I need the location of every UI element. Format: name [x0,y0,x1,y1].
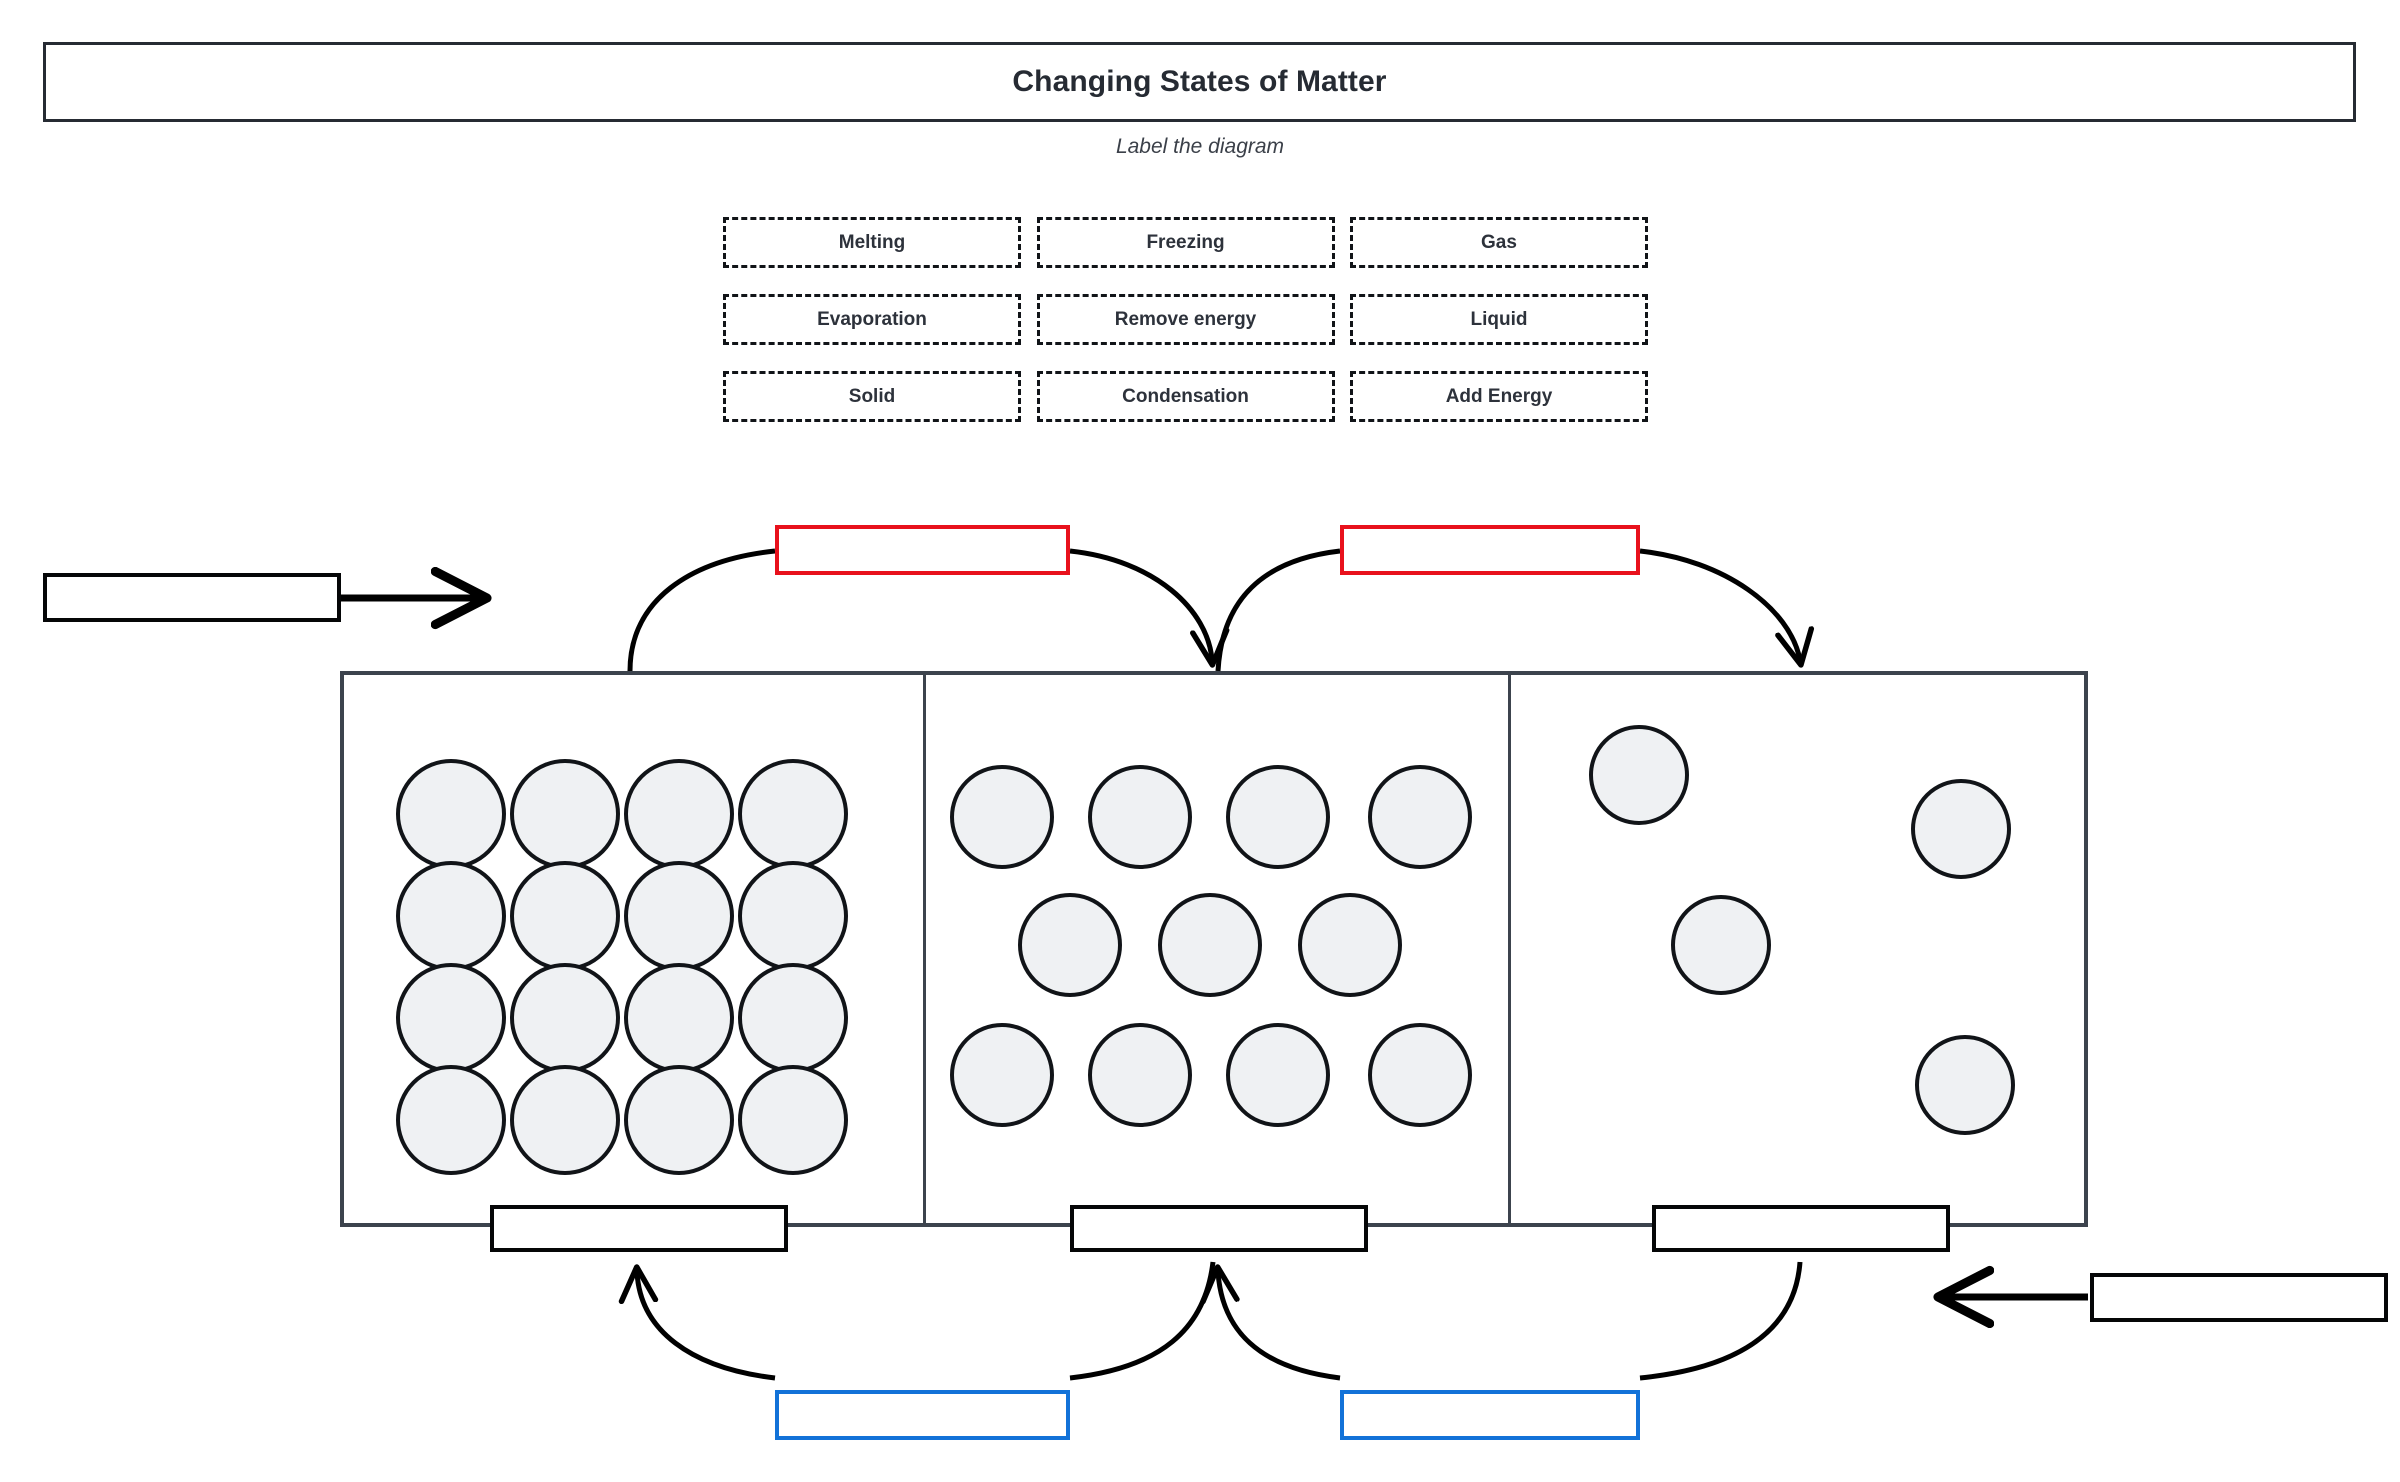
particle [1087,1023,1192,1127]
solid-panel [344,675,926,1223]
particle [624,861,734,971]
word-bank-chip-remove-energy[interactable]: Remove energy [1036,294,1335,345]
blank-energy-input[interactable] [43,573,341,622]
particle [1157,893,1262,997]
word-bank-chip-solid[interactable]: Solid [723,371,1021,422]
arc-change-bottom-left-to-solid [637,1272,776,1381]
arc-gas-to-change-bottom-right-in [1639,1261,1803,1381]
particle [1297,893,1402,997]
arc-change-right-to-gas [1639,548,1800,660]
arc-change-bottom-right-to-liquid [1218,1272,1341,1381]
liquid-panel [926,675,1512,1223]
particle [396,861,506,971]
particle [1671,895,1772,995]
particle [1225,765,1330,869]
blank-change-top-right[interactable] [1340,525,1640,575]
particle [1225,1023,1330,1127]
word-bank-chip-melting[interactable]: Melting [723,217,1021,268]
arc-solid-to-change-left-in [627,548,776,672]
particle [1915,1035,2016,1135]
blank-state-gas[interactable] [1652,1205,1950,1252]
particle [949,1023,1054,1127]
particle [738,759,848,869]
particle [396,963,506,1073]
particle [510,861,620,971]
states-diagram [340,671,2088,1227]
arc-liquid-to-change-right-in [1215,548,1341,672]
particle [738,1065,848,1175]
word-bank: Melting Freezing Gas Evaporation Remove … [723,217,1678,422]
particle [1911,779,2012,879]
particle [624,963,734,1073]
gas-panel [1511,675,2084,1223]
blank-change-top-left[interactable] [775,525,1070,575]
arc-liquid-to-change-bottom-left-in [1069,1261,1216,1381]
particle [1367,765,1472,869]
word-bank-chip-gas[interactable]: Gas [1350,217,1648,268]
word-bank-chip-evaporation[interactable]: Evaporation [723,294,1021,345]
particle [738,963,848,1073]
particle [510,1065,620,1175]
blank-state-solid[interactable] [490,1205,788,1252]
particle [738,861,848,971]
particle [624,1065,734,1175]
particle [396,759,506,869]
blank-change-bottom-left[interactable] [775,1390,1070,1440]
particle [1017,893,1122,997]
word-bank-chip-condensation[interactable]: Condensation [1036,371,1335,422]
particle [624,759,734,869]
particle [949,765,1054,869]
page-title: Changing States of Matter [1012,65,1387,98]
particle [1589,725,1690,825]
particle [510,963,620,1073]
particle [1087,765,1192,869]
blank-energy-output[interactable] [2090,1273,2388,1322]
word-bank-chip-freezing[interactable]: Freezing [1036,217,1335,268]
title-bar: Changing States of Matter [43,42,2356,122]
particle [510,759,620,869]
word-bank-chip-liquid[interactable]: Liquid [1350,294,1648,345]
arc-change-left-to-liquid [1069,548,1212,660]
page-subtitle: Label the diagram [1115,135,1285,158]
word-bank-chip-add-energy[interactable]: Add Energy [1350,371,1648,422]
particle [396,1065,506,1175]
blank-change-bottom-right[interactable] [1340,1390,1640,1440]
particle [1367,1023,1472,1127]
blank-state-liquid[interactable] [1070,1205,1368,1252]
